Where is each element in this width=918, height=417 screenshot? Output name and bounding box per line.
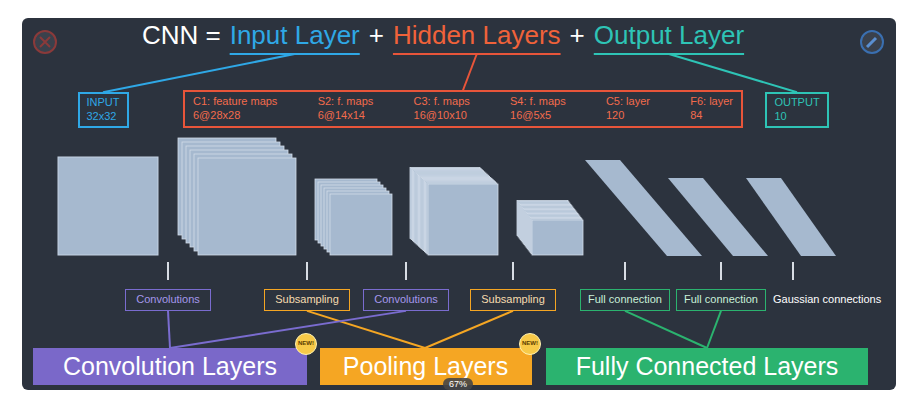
- node-text: Convolutions: [374, 293, 438, 307]
- node-text: 6@28x28: [193, 109, 277, 123]
- new-badge: NEW!: [295, 333, 317, 355]
- leader-line: [463, 54, 477, 90]
- connector: [425, 311, 513, 348]
- node-text: 16@10x10: [414, 109, 470, 123]
- title-part: Output Layer: [594, 20, 744, 51]
- input-map: [58, 157, 158, 255]
- pin-icon: [867, 38, 876, 47]
- node-text: 16@5x5: [510, 109, 566, 123]
- new-badge: NEW!: [519, 333, 541, 355]
- node-text: 120: [606, 109, 650, 123]
- node-text: NEW!: [522, 340, 538, 348]
- feature-map: [532, 220, 583, 255]
- node-text: F6: layer: [690, 95, 733, 109]
- category-band: Pooling Layers: [320, 348, 532, 385]
- title-part: CNN =: [142, 20, 221, 51]
- node-text: 6@14x14: [318, 109, 374, 123]
- node-text: OUTPUT: [774, 96, 819, 110]
- node-text: Full connection: [588, 293, 662, 307]
- band-title: Fully Connected Layers: [576, 351, 839, 382]
- connection-label: Gaussian connections: [773, 293, 881, 305]
- node-text: C3: f. maps: [414, 95, 470, 109]
- connector: [707, 311, 721, 348]
- close-icon: [34, 31, 56, 53]
- connector: [168, 311, 170, 348]
- connector: [625, 311, 707, 348]
- feature-map: [428, 184, 498, 255]
- category-band: Convolution Layers: [33, 348, 307, 385]
- node-text: Convolutions: [136, 293, 200, 307]
- node-text: NEW!: [298, 340, 314, 348]
- node-text: Full connection: [684, 293, 758, 307]
- operation-box: Full connection: [676, 289, 766, 311]
- zoom-indicator: 67%: [443, 378, 473, 390]
- node-text: 32x32: [87, 110, 120, 124]
- operation-box: Subsampling: [264, 289, 350, 311]
- leader-line: [669, 54, 797, 92]
- operation-box: Subsampling: [470, 289, 556, 311]
- node-text: S2: f. maps: [318, 95, 374, 109]
- output-box: OUTPUT10: [765, 92, 828, 128]
- node-text: 84: [690, 109, 733, 123]
- title-row: CNN = Input Layer + Hidden Layers + Output La…: [0, 20, 886, 51]
- feature-maps: [178, 138, 583, 255]
- input-box: INPUT32x32: [78, 92, 129, 128]
- ticks: [168, 262, 793, 280]
- node-text: 10: [774, 110, 819, 124]
- title-part: Input Layer: [230, 20, 360, 51]
- f6-layer: [668, 178, 768, 256]
- node-text: C5: layer: [606, 95, 650, 109]
- panel: [22, 18, 896, 390]
- node-text: Subsampling: [275, 293, 339, 307]
- feature-map: [330, 194, 392, 255]
- title-part: +: [369, 20, 384, 51]
- leader-line: [103, 54, 295, 92]
- title-part: Hidden Layers: [393, 20, 561, 51]
- node-text: S4: f. maps: [510, 95, 566, 109]
- band-title: Convolution Layers: [63, 351, 277, 382]
- hidden-layers-box: C1: feature maps6@28x28 S2: f. maps6@14x1…: [183, 90, 743, 128]
- feature-map: [198, 158, 296, 255]
- node-text: INPUT: [87, 96, 120, 110]
- output-layer: [746, 178, 836, 256]
- category-band: Fully Connected Layers: [546, 348, 868, 385]
- connector: [170, 311, 406, 348]
- node-text: Subsampling: [481, 293, 545, 307]
- c5-layer: [585, 160, 702, 256]
- node-text: C1: feature maps: [193, 95, 277, 109]
- band-title: Pooling Layers: [343, 351, 508, 382]
- pin-icon: [861, 31, 883, 53]
- operation-box: Convolutions: [125, 289, 211, 311]
- close-icon: [40, 37, 50, 47]
- title-part: +: [570, 20, 585, 51]
- operation-box: Full connection: [580, 289, 670, 311]
- operation-box: Convolutions: [363, 289, 449, 311]
